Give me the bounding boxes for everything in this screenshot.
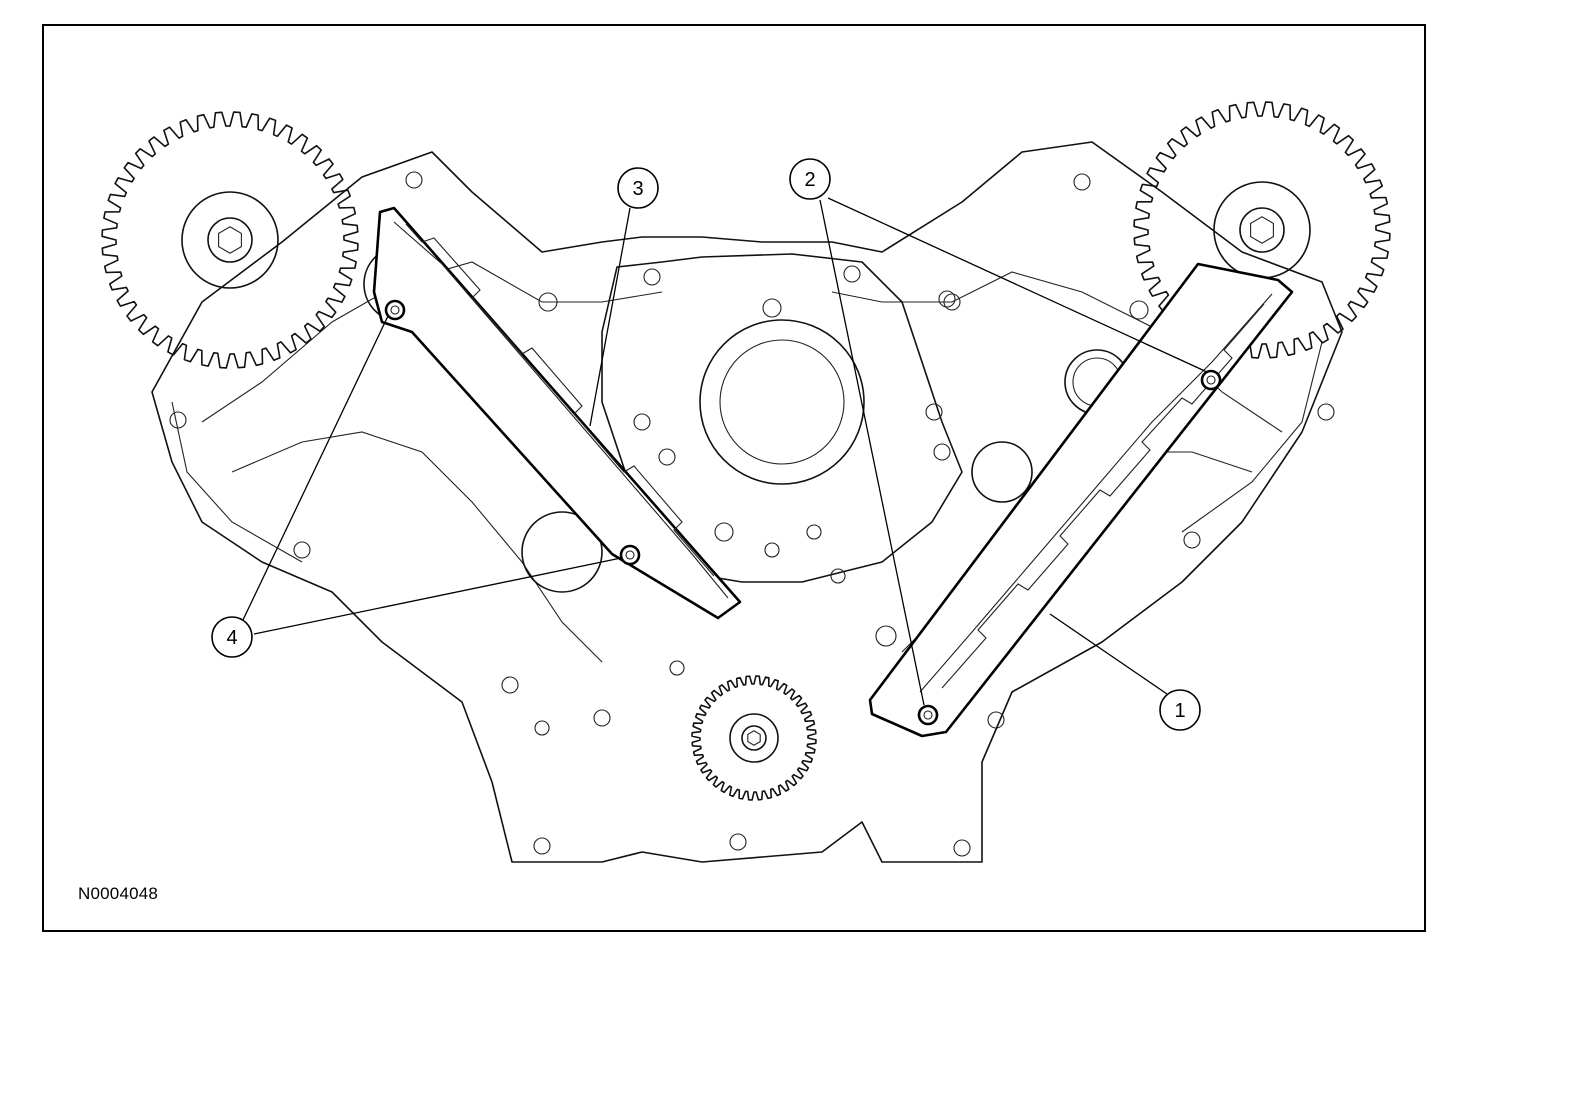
left-sprocket-hex-socket [218,226,242,254]
left-sprocket-bolt [207,217,253,263]
right-sprocket-teeth [1133,101,1391,359]
left-sprocket-hub [181,191,279,289]
callout-4-label: 4 [226,627,237,649]
leader-3 [589,207,631,427]
crankshaft-sprocket [691,675,817,801]
crank-sprocket-hex-socket [747,730,761,746]
guide-bolts [384,299,1222,726]
crank-sprocket-hub [729,713,779,763]
leader-2b [819,199,925,706]
right-sprocket-hex-socket [1250,216,1274,244]
leader-1 [1049,613,1168,695]
right-chain-guide [868,262,1294,738]
callout-1-label: 1 [1174,700,1185,722]
leader-4b [253,557,622,635]
left-chain-guide [372,206,742,620]
figure-id: N0004048 [78,884,159,903]
callout-4: 4 [211,616,253,658]
right-sprocket-hub [1213,181,1311,279]
crank-sprocket-bolt [741,725,767,751]
crank-sprocket-teeth [691,675,817,801]
right-sprocket-bolt [1239,207,1285,253]
callout-leaders [241,197,1208,706]
callout-2: 2 [789,158,831,200]
left-sprocket-teeth [101,111,359,369]
callout-3: 3 [617,167,659,209]
callout-3-label: 3 [632,178,643,200]
engine-block [151,141,1343,863]
callout-2-label: 2 [804,169,815,191]
callout-1: 1 [1159,689,1201,731]
engine-front-diagram: 1 2 3 4 [101,101,1391,863]
leader-4a [241,315,389,623]
figure-frame: 1 2 3 4 N0004048 [42,24,1426,932]
left-cam-sprocket [101,111,359,369]
leader-2a [827,197,1208,373]
